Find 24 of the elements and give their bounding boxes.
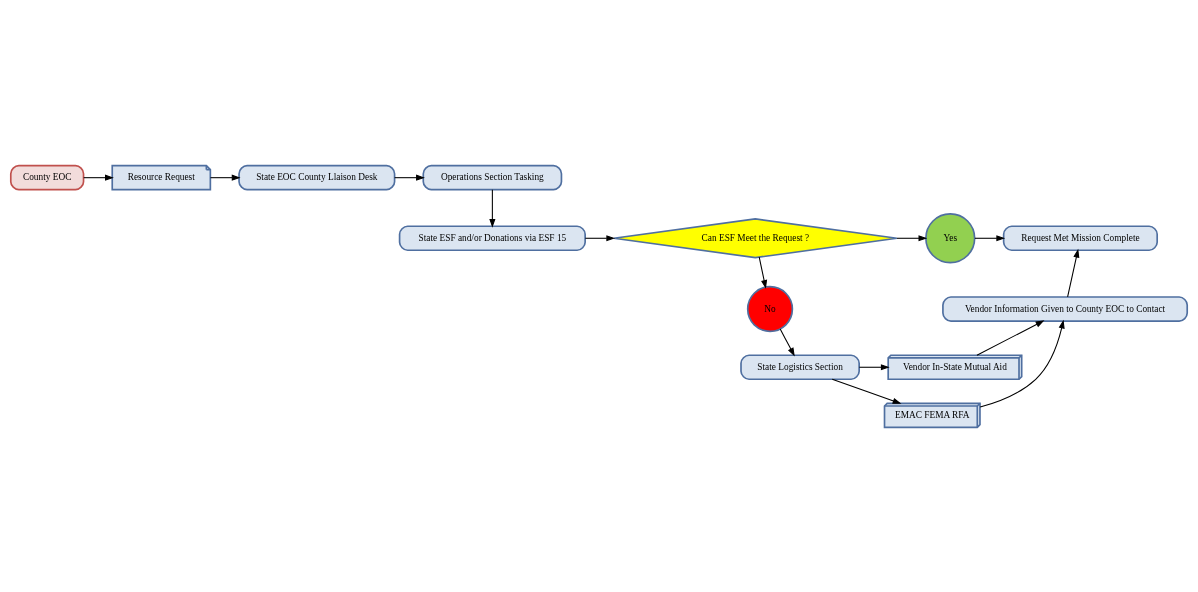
node-box: Operations Section Tasking (422, 164, 563, 191)
node-box: Vendor Information Given to County EOC to Contact (942, 295, 1189, 322)
arrow (896, 234, 928, 241)
node-diamond: Can ESF Meet the Request ? (613, 217, 898, 258)
arrow (976, 319, 1045, 356)
arrow (979, 319, 1065, 408)
node-box: State EOC County Llaison Desk (238, 164, 396, 191)
node-circle: Yes (925, 212, 976, 263)
arrow (489, 188, 496, 228)
arrow (858, 363, 890, 370)
node-box: County EOC (9, 164, 85, 191)
arrow (1067, 248, 1080, 297)
node-circle: No (746, 285, 794, 332)
arrow (779, 327, 795, 357)
arrow (584, 234, 616, 241)
arrow (758, 256, 768, 289)
node-box: State ESF and/or Donations via ESF 15 (398, 224, 586, 251)
arrow (974, 234, 1006, 241)
arrow (394, 174, 425, 181)
arrow (209, 174, 241, 181)
arrow (83, 174, 114, 181)
arrow (831, 378, 902, 404)
node-box: Request Met Mission Complete (1002, 224, 1158, 251)
node-box: State Logistics Section (740, 353, 860, 380)
